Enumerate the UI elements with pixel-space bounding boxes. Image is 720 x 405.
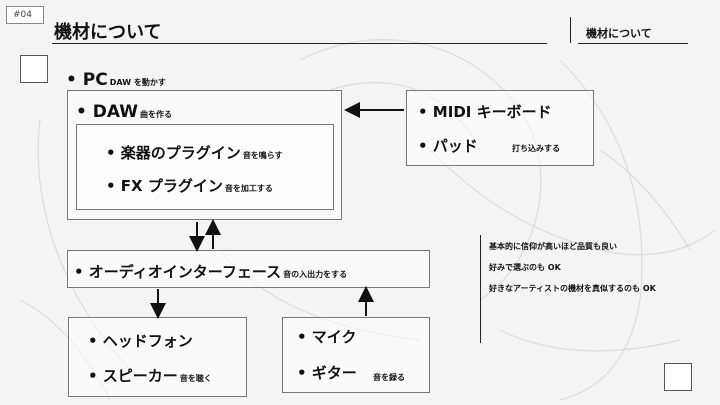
section-label-underline [578,43,688,44]
output-note: 音を聴く [179,374,212,383]
plugins-box [76,124,334,210]
outputs-box [68,317,247,397]
output-label: • スピーカー [88,367,178,385]
interface-box [67,250,430,288]
input-guitar-note: 音を録る [373,373,405,382]
title-underline [52,43,547,44]
header-separator [570,17,571,43]
input-label: • ギター [297,364,357,382]
notes-divider [480,235,481,343]
side-note: 好みで選ぶのも OK [489,263,561,272]
plugin-label: • FX プラグイン [106,177,223,195]
output-label: • ヘッドフォン [88,332,193,350]
input-label: • マイク [297,328,357,346]
daw-note: 曲を作る [140,110,173,119]
slide-number: #04 [6,6,44,24]
plugin-item-instrument: • 楽器のプラグイン音を鳴らす [106,142,283,163]
inputs-box [282,317,430,393]
side-note: 基本的に信仰が高いほど品質も良い [489,242,617,251]
midi-item-keyboard: • MIDI キーボード [418,101,552,122]
midi-label: • パッド [418,137,478,155]
midi-pad-note: 打ち込みする [512,144,560,153]
plugin-label: • 楽器のプラグイン [106,144,241,162]
pc-note: DAW を動かす [109,78,166,87]
pc-label: • PC [66,70,108,90]
corner-square-bottom-right [664,363,692,391]
side-note: 好きなアーティストの機材を真似するのも OK [489,284,656,293]
interface-note: 音の入出力をする [283,270,348,279]
corner-square-top-left [20,55,48,83]
midi-label: • MIDI キーボード [418,103,552,121]
output-item-headphones: • ヘッドフォン [88,330,193,351]
section-label: 機材について [586,27,652,40]
midi-item-pad: • パッド [418,135,478,156]
daw-label: • DAW [76,102,139,122]
input-item-mic: • マイク [297,326,357,347]
plugin-note: 音を加工する [224,184,273,193]
page-title: 機材について [54,22,162,43]
plugin-item-fx: • FX プラグイン音を加工する [106,175,273,196]
midi-box [406,90,594,166]
interface-label: • オーディオインターフェース [74,263,282,281]
input-item-guitar: • ギター [297,362,357,383]
interface-item: • オーディオインターフェース音の入出力をする [74,261,347,282]
plugin-note: 音を鳴らす [242,151,283,160]
output-item-speaker: • スピーカー音を聴く [88,365,212,386]
